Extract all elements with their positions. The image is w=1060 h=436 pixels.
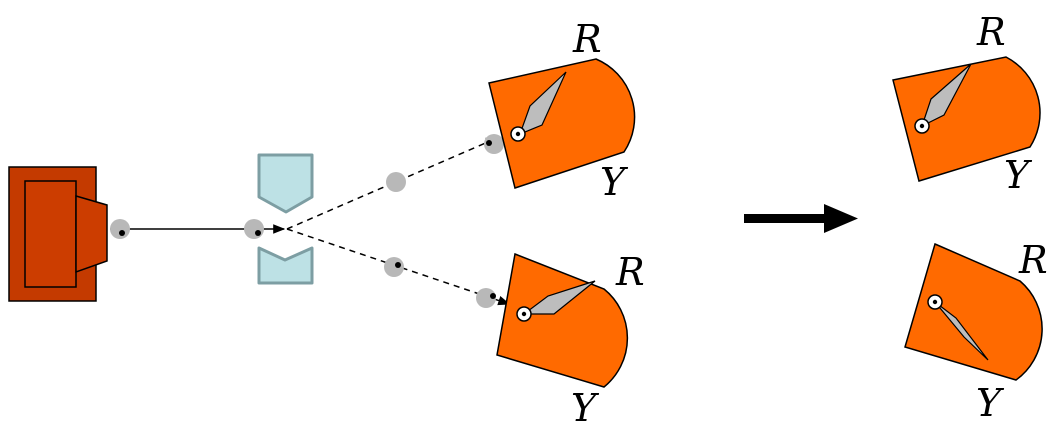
detector-top-left-label-y: Y: [600, 160, 629, 204]
particle-source-icon: [8, 166, 108, 302]
detector-bottom-right-label-y: Y: [976, 381, 1005, 425]
particle-icon: [244, 219, 264, 239]
right-arrow-icon: [744, 204, 858, 233]
particle-icon: [384, 257, 404, 277]
particle-icon: [386, 172, 406, 192]
particle-icon: [484, 134, 504, 154]
detector-top-right: R Y: [892, 10, 1041, 197]
detector-bottom-left-label-r: R: [615, 250, 645, 294]
particle-icon: [476, 288, 496, 308]
detector-top-right-label-y: Y: [1004, 153, 1033, 197]
detector-top-right-label-r: R: [976, 10, 1006, 54]
detector-bottom-left: R Y: [496, 250, 645, 430]
detector-bottom-right-label-r: R: [1018, 238, 1048, 282]
detector-top-left: R Y: [488, 17, 636, 204]
particle-icon: [110, 219, 130, 239]
detector-top-left-label-r: R: [572, 17, 602, 61]
filter-icon: [257, 153, 314, 285]
detector-bottom-right: R Y: [904, 238, 1048, 425]
detector-bottom-left-label-y: Y: [571, 386, 600, 430]
